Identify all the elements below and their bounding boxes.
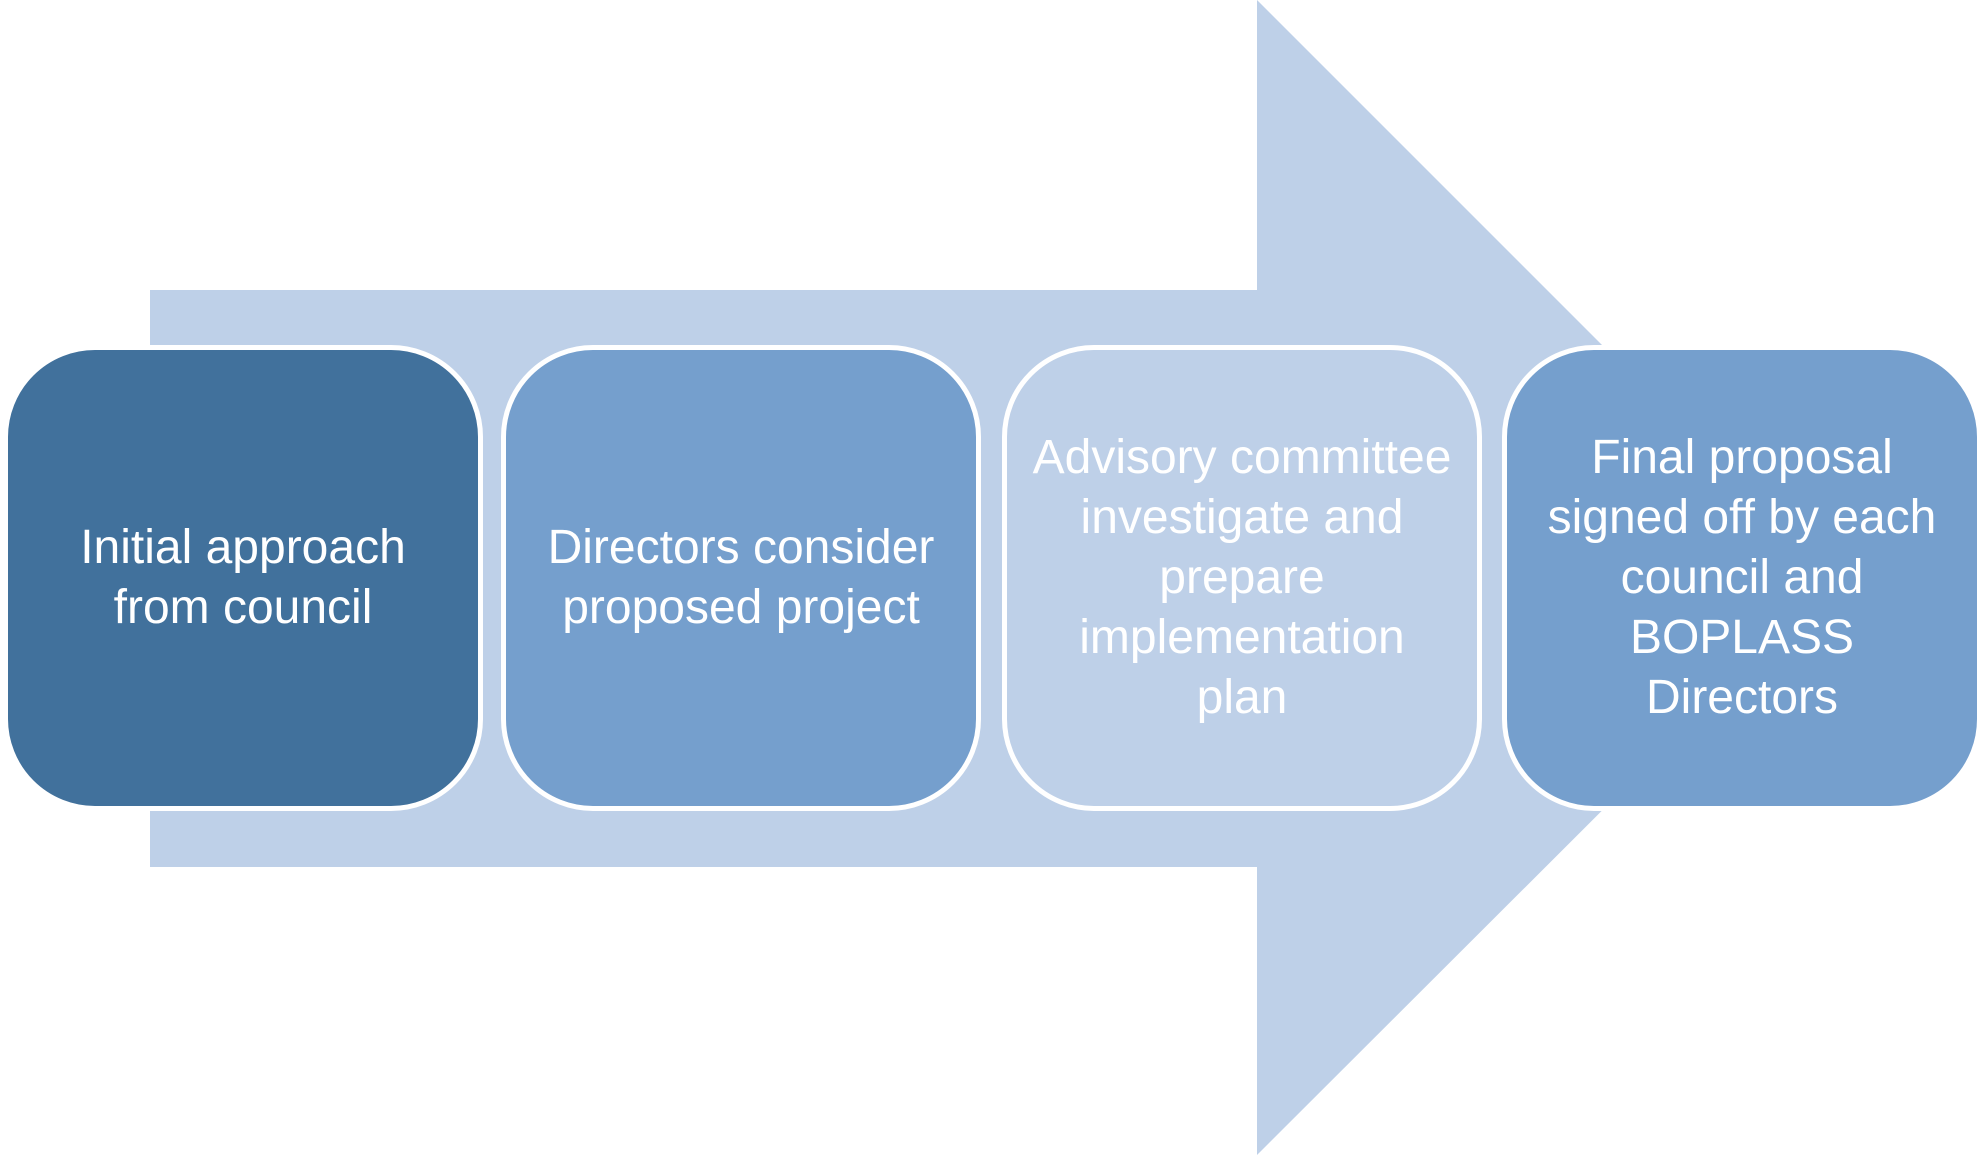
step-4-box: Final proposal signed off by each counci… xyxy=(1502,345,1982,811)
step-3-label: Advisory committee investigate and prepa… xyxy=(1032,431,1452,724)
step-3-box: Advisory committee investigate and prepa… xyxy=(1002,345,1482,811)
step-1-box: Initial approach from council xyxy=(3,345,483,811)
step-1-label: Initial approach from council xyxy=(80,521,406,634)
arrow-shape xyxy=(150,0,1835,1155)
step-2-label: Directors consider proposed project xyxy=(547,521,935,634)
step-4-label: Final proposal signed off by each counci… xyxy=(1547,431,1937,724)
step-2-box: Directors consider proposed project xyxy=(501,345,981,811)
